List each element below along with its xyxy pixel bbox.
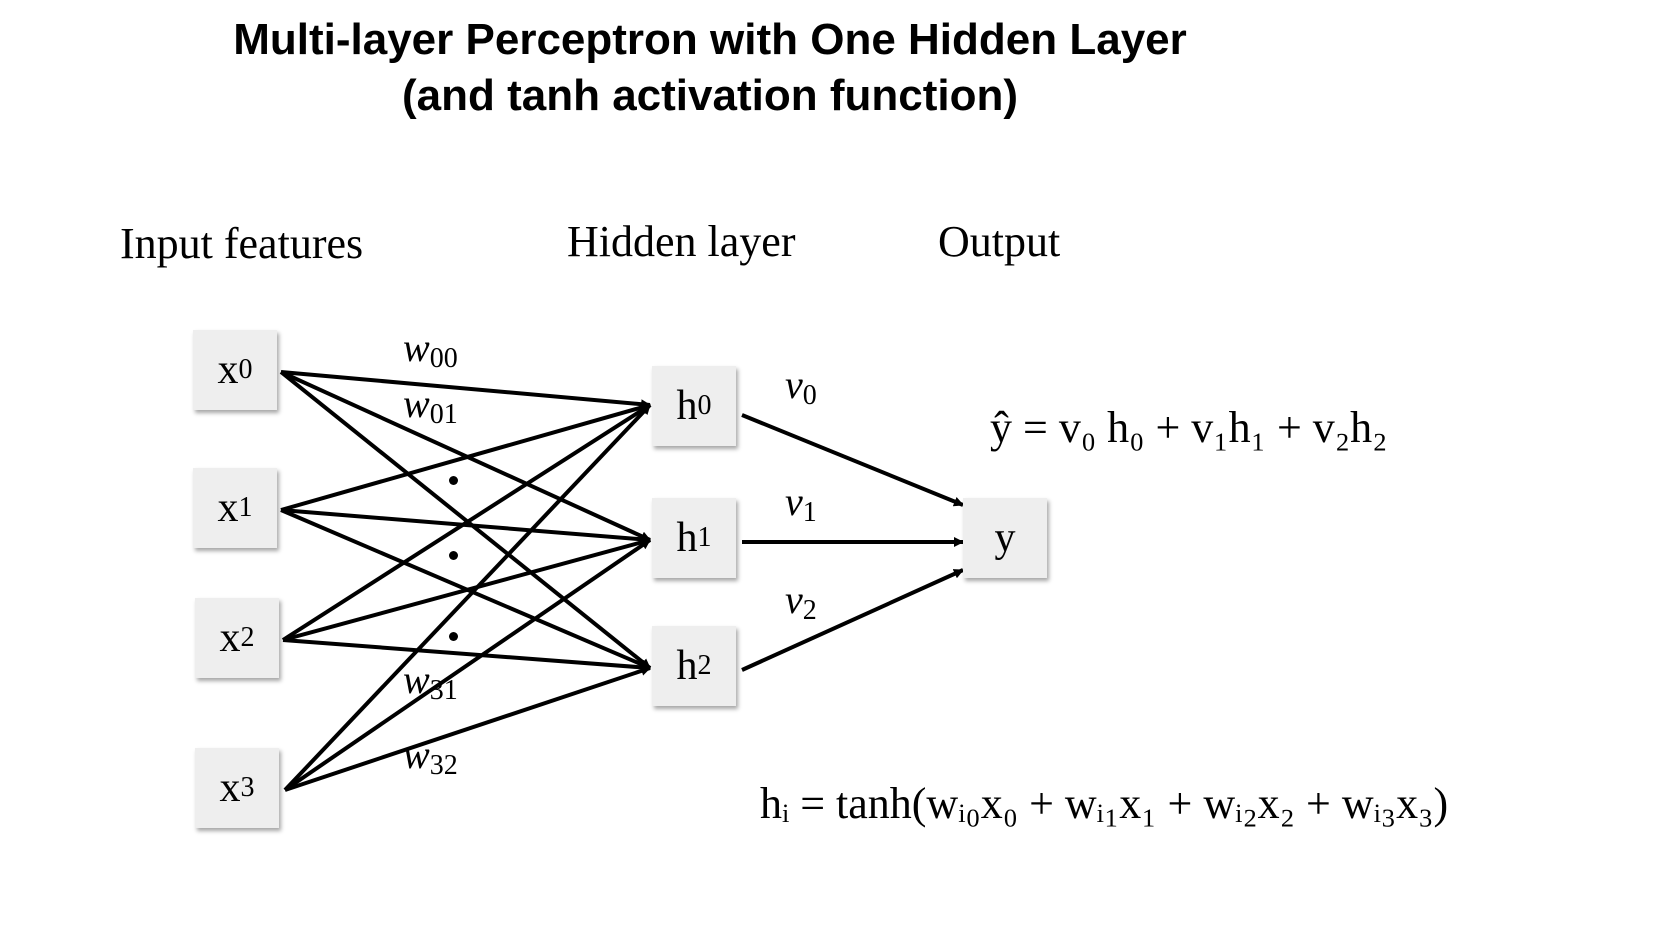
- edge-x2-h2: [282, 638, 651, 673]
- edge-h0-y: [741, 413, 964, 507]
- weight-label-v0: v0: [785, 362, 817, 411]
- ellipsis-dot: [449, 551, 458, 560]
- edge-x3-h2: [284, 666, 651, 792]
- weight-label-w31: w31: [403, 657, 458, 706]
- diagram-title: Multi-layer Perceptron with One Hidden L…: [233, 15, 1187, 64]
- weight-label-v2: v2: [785, 577, 817, 626]
- edge-h2-y: [741, 568, 964, 672]
- hidden-layer-header: Hidden layer: [567, 217, 796, 266]
- weight-label-w01: w01: [403, 381, 458, 430]
- weight-label-w32: w32: [403, 732, 458, 781]
- edge-x2-h1: [282, 537, 651, 642]
- edge-x0-h0: [280, 370, 651, 410]
- ellipsis-dot: [449, 476, 458, 485]
- output-node-y: y: [963, 498, 1047, 578]
- output-header: Output: [938, 217, 1061, 266]
- weight-label-w00: w00: [403, 325, 458, 374]
- diagram-subtitle: (and tanh activation function): [402, 71, 1018, 120]
- output-equation: ŷ = v₀ h₀ + v₁h₁ + v₂h₂: [990, 403, 1388, 452]
- edge-x3-h0: [283, 403, 652, 792]
- weight-label-v1: v1: [785, 479, 817, 528]
- hidden-equation: hᵢ = tanh(wᵢ₀x₀ + wᵢ₁x₁ + wᵢ₂x₂ + wᵢ₃x₃): [760, 779, 1449, 828]
- edge-x1-h0: [280, 402, 651, 512]
- edge-x0-h2: [279, 370, 652, 670]
- edge-x2-h0: [281, 403, 652, 642]
- edge-x3-h1: [283, 538, 652, 792]
- input-features-header: Input features: [120, 219, 364, 268]
- ellipsis-dot: [449, 632, 458, 641]
